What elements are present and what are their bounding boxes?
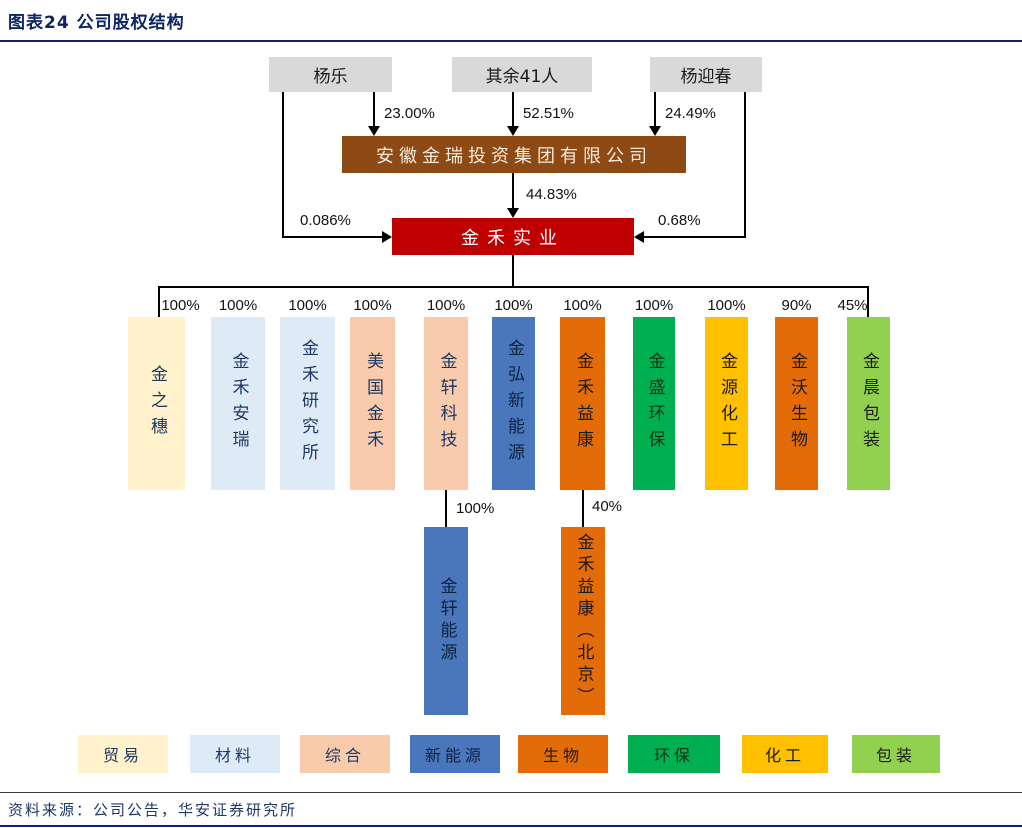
legend-item: 环保 bbox=[628, 735, 720, 773]
ownership-pct-label: 23.00% bbox=[384, 105, 435, 122]
legend-label: 包装 bbox=[875, 746, 916, 765]
subsidiary-box: 金沃生物 bbox=[775, 317, 818, 490]
legend-item: 贸易 bbox=[78, 735, 168, 773]
legend-label: 生物 bbox=[542, 746, 583, 765]
connector-line bbox=[158, 286, 160, 317]
sub-subsidiary-box: 金禾益康（北京） bbox=[561, 527, 605, 715]
connector-line bbox=[282, 236, 382, 238]
subsidiary-name: 金之穗 bbox=[147, 364, 167, 443]
legend-label: 新能源 bbox=[424, 746, 485, 765]
shareholder-box: 其余41人 bbox=[452, 57, 592, 92]
subsidiary-name: 金晨包装 bbox=[859, 351, 879, 456]
legend-item: 生物 bbox=[518, 735, 608, 773]
subsidiary-name: 金禾益康 bbox=[573, 351, 593, 456]
connector-line bbox=[644, 236, 746, 238]
holding-company-box: 安徽金瑞投资集团有限公司 bbox=[342, 136, 686, 173]
connector-line bbox=[512, 173, 514, 210]
sub-subsidiary-box: 金轩能源 bbox=[424, 527, 468, 715]
subsidiary-pct-label: 100% bbox=[563, 297, 602, 314]
connector-line bbox=[512, 92, 514, 128]
subsidiary-name: 金源化工 bbox=[717, 351, 737, 456]
subsidiary-name: 金弘新能源 bbox=[504, 338, 524, 469]
footer-divider bbox=[0, 792, 1022, 793]
subsidiary-pct-label: 45% bbox=[837, 297, 868, 314]
ownership-pct-label: 44.83% bbox=[526, 186, 577, 203]
ownership-pct-label: 100% bbox=[456, 500, 495, 517]
subsidiary-name: 金禾研究所 bbox=[298, 338, 318, 469]
title-rule bbox=[0, 40, 1022, 42]
subsidiary-box: 金轩科技 bbox=[424, 317, 468, 490]
legend-label: 环保 bbox=[653, 746, 694, 765]
subsidiary-name: 美国金禾 bbox=[363, 351, 383, 456]
subsidiary-pct-label: 100% bbox=[426, 297, 466, 314]
legend-label: 综合 bbox=[324, 746, 365, 765]
subsidiary-pct-label: 100% bbox=[634, 297, 674, 314]
subsidiary-pct-label: 100% bbox=[707, 297, 746, 314]
subsidiary-name: 金沃生物 bbox=[787, 351, 807, 456]
connector-line bbox=[373, 92, 375, 128]
subsidiary-pct-label: 100% bbox=[218, 297, 258, 314]
listed-company-name: 金禾实业 bbox=[461, 227, 565, 249]
figure-title: 图表24 公司股权结构 bbox=[8, 13, 185, 33]
subsidiary-box: 金禾益康 bbox=[560, 317, 605, 490]
subsidiary-box: 金盛环保 bbox=[633, 317, 675, 490]
shareholder-box: 杨乐 bbox=[269, 57, 392, 92]
bottom-rule bbox=[0, 825, 1022, 827]
connector-line bbox=[744, 92, 746, 238]
legend-label: 化工 bbox=[764, 746, 805, 765]
subsidiary-box: 金源化工 bbox=[705, 317, 748, 490]
subsidiary-pct-label: 100% bbox=[353, 297, 392, 314]
connector-line bbox=[445, 490, 447, 527]
subsidiary-name: 金禾安瑞 bbox=[228, 351, 249, 456]
connector-line bbox=[654, 92, 656, 128]
arrow-head bbox=[368, 126, 380, 136]
legend-label: 材料 bbox=[214, 746, 255, 765]
sub-subsidiary-name: 金轩能源 bbox=[436, 577, 457, 665]
connector-line bbox=[512, 255, 514, 287]
subsidiary-box: 金之穗 bbox=[128, 317, 185, 490]
legend-item: 新能源 bbox=[410, 735, 500, 773]
subsidiary-pct-label: 100% bbox=[161, 297, 200, 314]
arrow-head bbox=[507, 208, 519, 218]
connector-line bbox=[867, 286, 869, 317]
arrow-head bbox=[634, 231, 644, 243]
ownership-pct-label: 0.68% bbox=[658, 212, 701, 229]
legend-label: 贸易 bbox=[102, 746, 143, 765]
subsidiary-name: 金盛环保 bbox=[644, 351, 665, 456]
subsidiary-box: 金禾安瑞 bbox=[211, 317, 265, 490]
connector-line bbox=[582, 490, 584, 527]
subsidiary-box: 金禾研究所 bbox=[280, 317, 335, 490]
ownership-pct-label: 0.086% bbox=[300, 212, 351, 229]
ownership-pct-label: 40% bbox=[592, 498, 623, 515]
subsidiary-box: 金晨包装 bbox=[847, 317, 890, 490]
legend-item: 包装 bbox=[852, 735, 940, 773]
ownership-pct-label: 24.49% bbox=[665, 105, 716, 122]
holding-company-name: 安徽金瑞投资集团有限公司 bbox=[376, 145, 652, 167]
connector-line bbox=[282, 92, 284, 238]
equity-structure-diagram: 杨乐 其余41人 杨迎春 23.00% 52.51% 24.49% 安徽金瑞投资… bbox=[0, 44, 1022, 784]
listed-company-box: 金禾实业 bbox=[392, 218, 634, 255]
ownership-pct-label: 52.51% bbox=[523, 105, 574, 122]
subsidiary-box: 金弘新能源 bbox=[492, 317, 535, 490]
connector-line bbox=[158, 286, 869, 288]
subsidiary-pct-label: 90% bbox=[781, 297, 812, 314]
subsidiary-box: 美国金禾 bbox=[350, 317, 395, 490]
sub-subsidiary-name: 金禾益康（北京） bbox=[573, 533, 594, 709]
shareholder-name: 杨乐 bbox=[313, 67, 348, 87]
legend-item: 综合 bbox=[300, 735, 390, 773]
subsidiary-pct-label: 100% bbox=[494, 297, 533, 314]
legend-item: 材料 bbox=[190, 735, 280, 773]
subsidiary-name: 金轩科技 bbox=[436, 351, 457, 456]
shareholder-name: 杨迎春 bbox=[680, 67, 732, 87]
arrow-head bbox=[507, 126, 519, 136]
legend-item: 化工 bbox=[742, 735, 828, 773]
arrow-head bbox=[649, 126, 661, 136]
arrow-head bbox=[382, 231, 392, 243]
shareholder-name: 其余41人 bbox=[485, 67, 559, 87]
source-note: 资料来源：公司公告，华安证券研究所 bbox=[8, 801, 298, 819]
shareholder-box: 杨迎春 bbox=[650, 57, 762, 92]
subsidiary-pct-label: 100% bbox=[288, 297, 327, 314]
